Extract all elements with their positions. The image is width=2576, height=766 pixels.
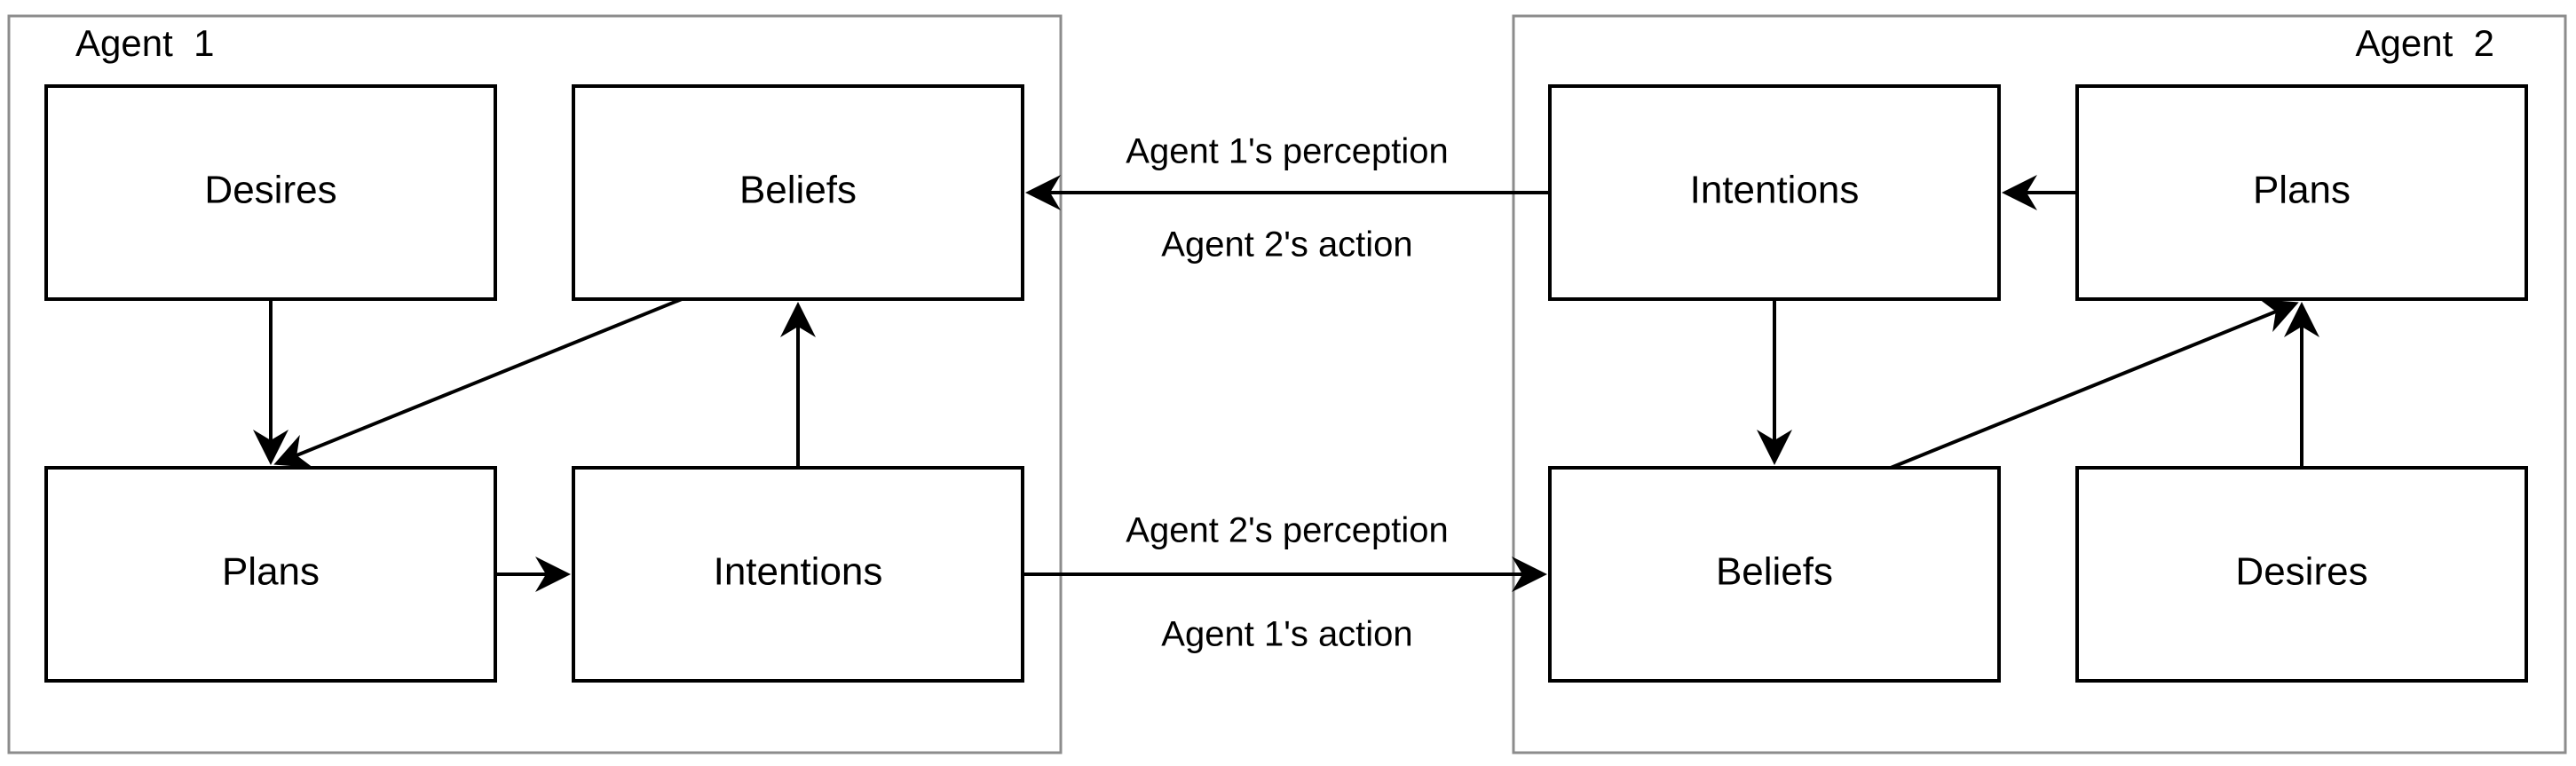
agent-2-plans-label: Plans [2253, 169, 2351, 212]
agent-1-beliefs-box: Beliefs [572, 84, 1024, 301]
agent-2-title: Agent 2 [2356, 22, 2494, 64]
agent-1-desires-box: Desires [44, 84, 497, 301]
agent-1-plans-label: Plans [222, 550, 320, 594]
arrow-beliefs-to-plans-2 [1890, 299, 2299, 470]
agent-1-intentions-label: Intentions [714, 550, 883, 594]
agent-2-desires-box: Desires [2075, 466, 2528, 683]
label-agent1-perception: Agent 1's perception [1126, 132, 1448, 171]
agent-2-beliefs-box: Beliefs [1548, 466, 2001, 683]
arrow-beliefs-to-plans-1 [273, 297, 683, 468]
agent-2-plans-box: Plans [2075, 84, 2528, 301]
agent-1-intentions-box: Intentions [572, 466, 1024, 683]
agent-1-container: Agent 1 [7, 14, 1063, 754]
agent-1-plans-box: Plans [44, 466, 497, 683]
agent-1-desires-label: Desires [204, 169, 336, 212]
label-agent2-action: Agent 2's action [1161, 225, 1412, 265]
agent-2-intentions-box: Intentions [1548, 84, 2001, 301]
agent-1-title: Agent 1 [75, 22, 214, 64]
agent-2-intentions-label: Intentions [1690, 169, 1860, 212]
agent-2-container: Agent 2 [1512, 14, 2567, 754]
agent-2-desires-label: Desires [2235, 550, 2367, 594]
label-agent2-perception: Agent 2's perception [1126, 511, 1448, 550]
agent-2-beliefs-label: Beliefs [1716, 550, 1833, 594]
agent-1-beliefs-label: Beliefs [739, 169, 857, 212]
label-agent1-action: Agent 1's action [1161, 615, 1412, 654]
